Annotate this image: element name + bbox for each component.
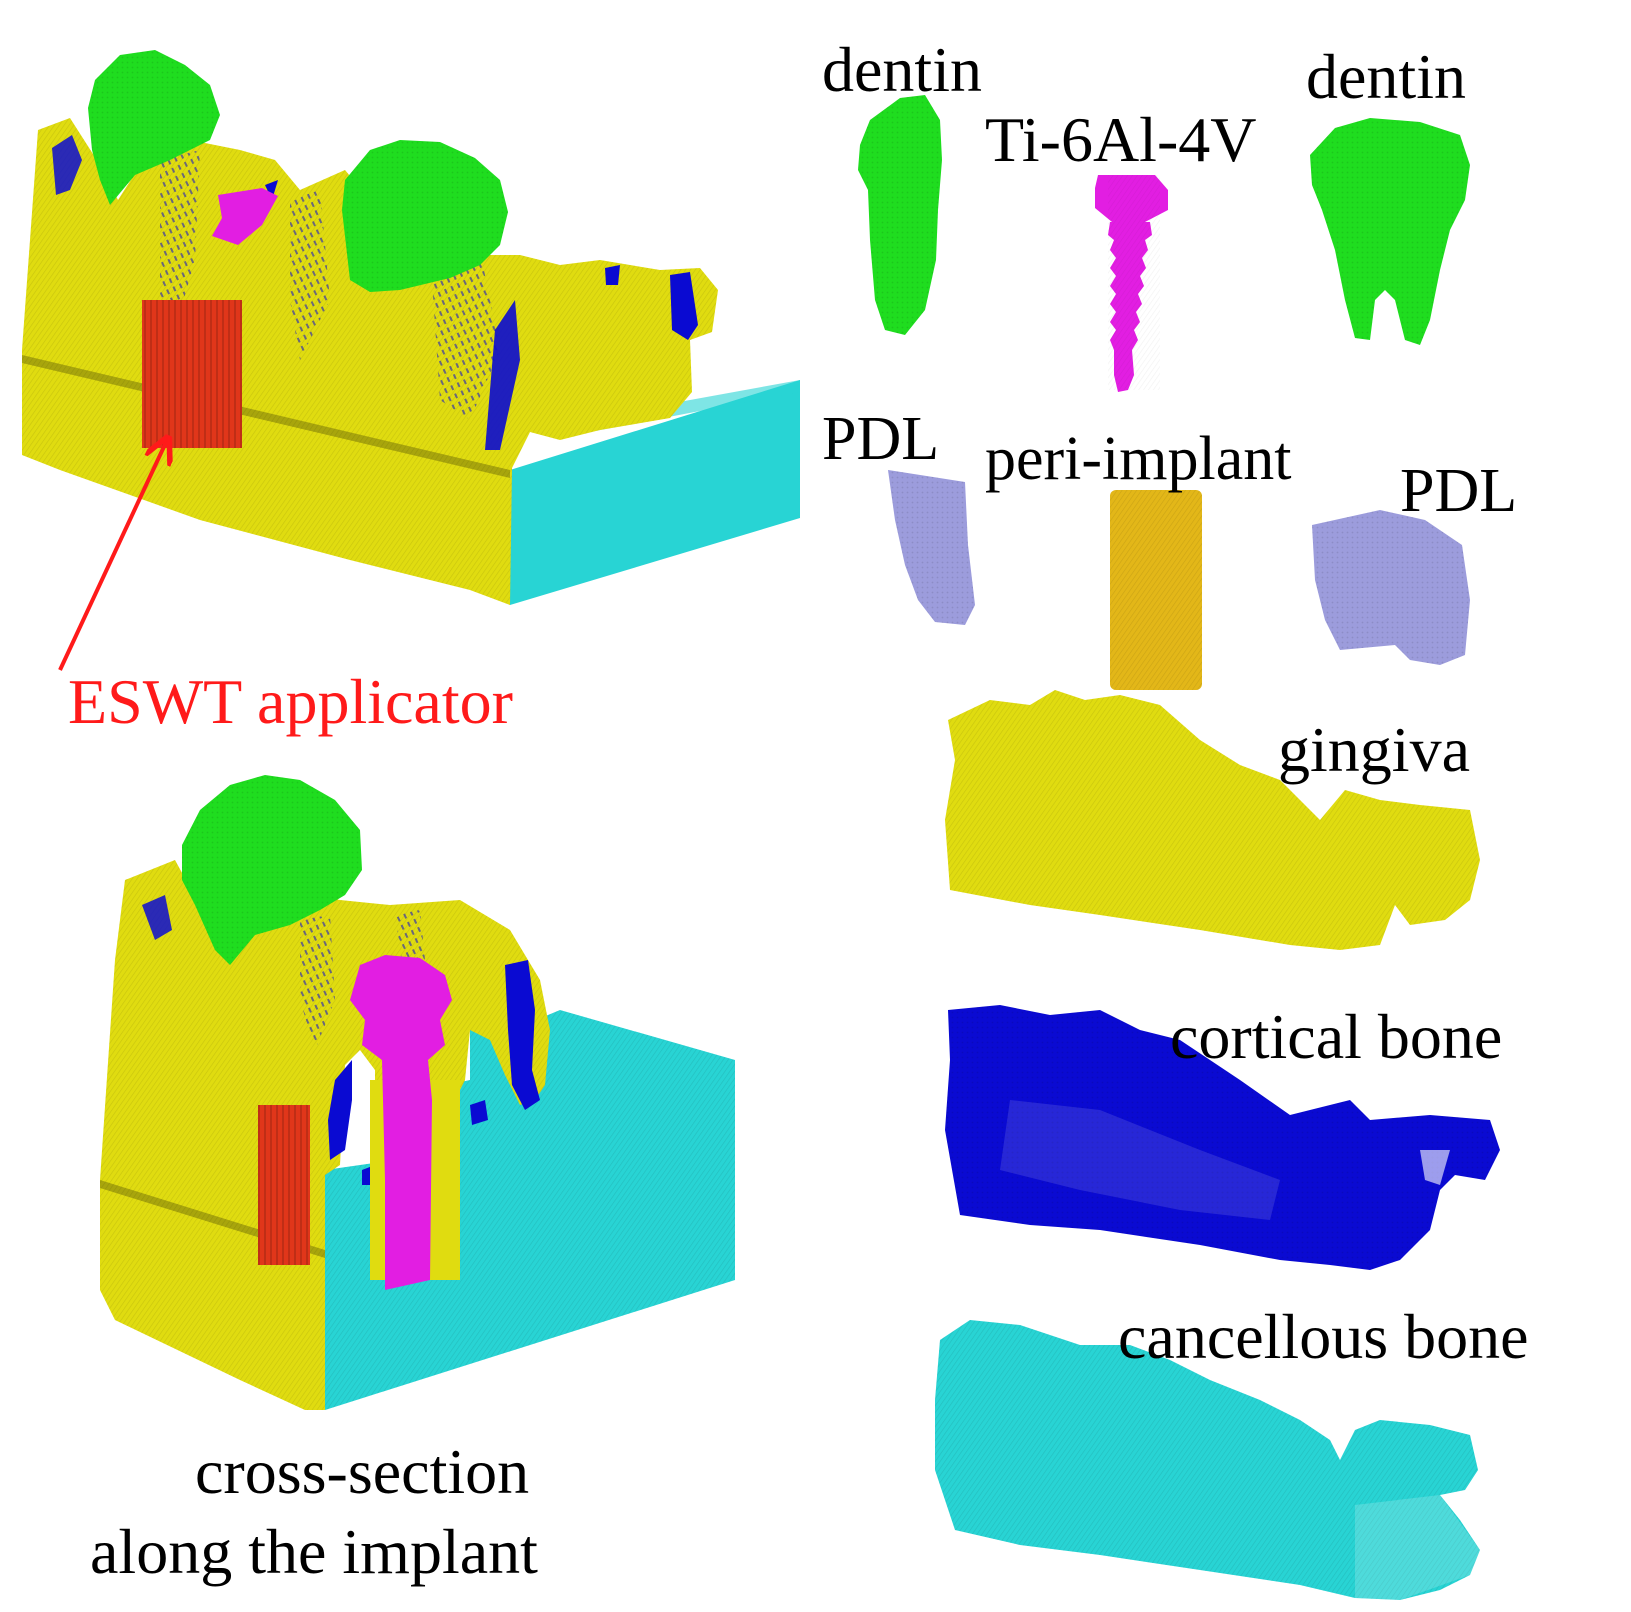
label-gingiva: gingiva <box>1278 714 1470 785</box>
label-cross-section-line2: along the implant <box>90 1516 538 1587</box>
label-cancellous-bone: cancellous bone <box>1118 1301 1529 1372</box>
applicator-arrow <box>58 438 168 671</box>
cross-cortical-band-right <box>505 960 540 1110</box>
label-peri-implant: peri-implant <box>985 425 1292 493</box>
cross-implant <box>350 955 452 1290</box>
full-implant-head <box>212 188 278 245</box>
part-implant <box>1095 175 1168 392</box>
label-dentin-right: dentin <box>1306 41 1466 112</box>
label-implant-material: Ti-6Al-4V <box>985 104 1257 175</box>
cross-cortical-band-left <box>328 1060 352 1160</box>
exploded-components <box>858 95 1500 1600</box>
label-cross-section-line1: cross-section <box>195 1436 530 1507</box>
full-cancellous-block <box>510 380 800 605</box>
full-model <box>22 50 800 605</box>
label-pdl-right: PDL <box>1400 457 1518 525</box>
cross-section-model <box>100 775 735 1410</box>
label-pdl-left: PDL <box>822 405 940 473</box>
label-dentin-left: dentin <box>822 34 982 105</box>
label-eswt-applicator: ESWT applicator <box>68 666 513 737</box>
label-cortical-bone: cortical bone <box>1170 1001 1503 1072</box>
full-cortical-specks <box>52 135 698 450</box>
